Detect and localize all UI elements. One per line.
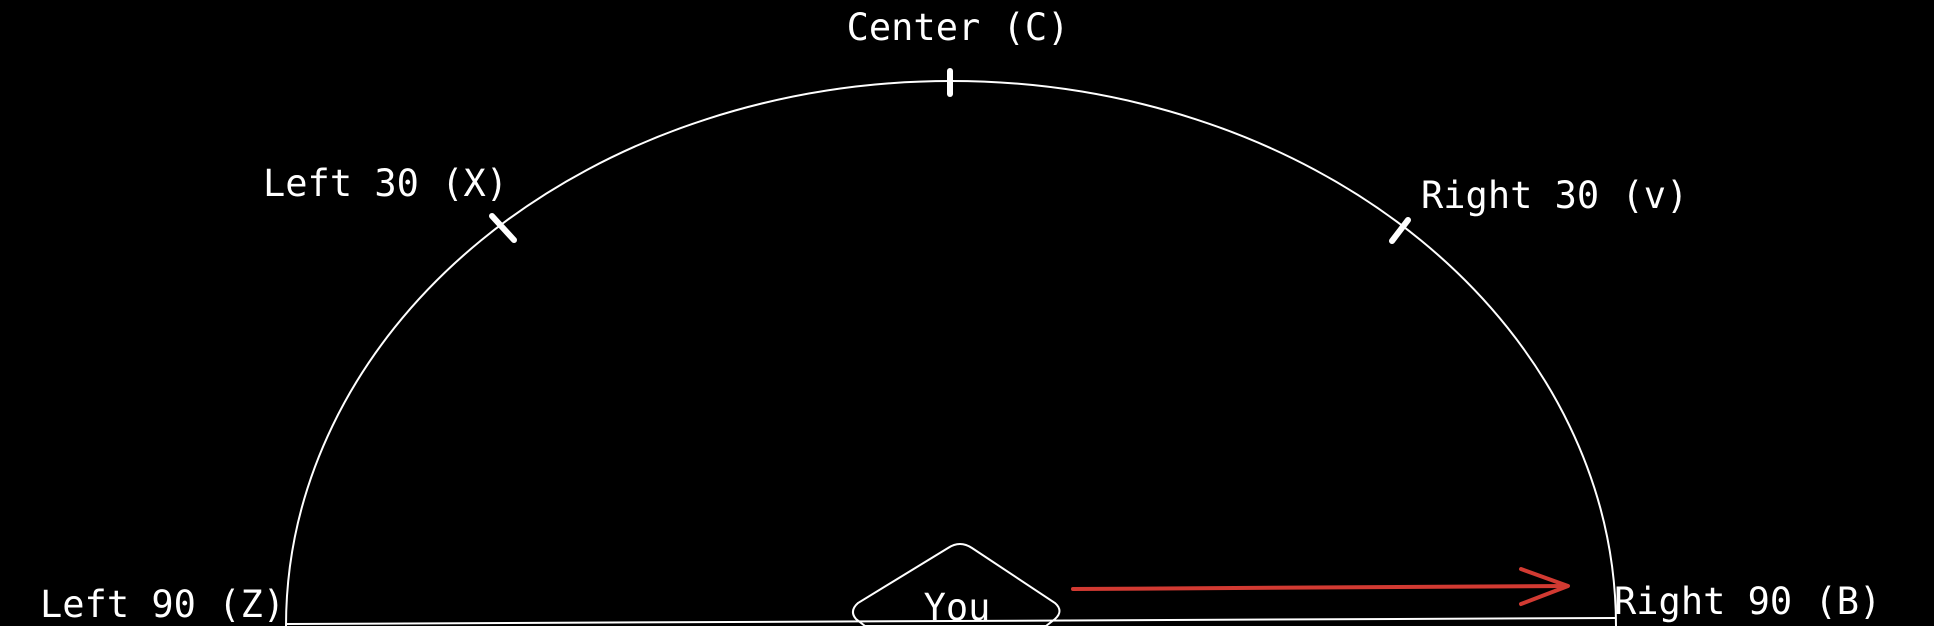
baseline	[285, 617, 1617, 625]
tick-right-30	[1389, 217, 1411, 244]
label-center: Center (C)	[847, 6, 1070, 49]
label-left-90: Left 90 (Z)	[40, 583, 285, 626]
label-you: You	[924, 586, 991, 626]
you-marker	[852, 543, 1061, 626]
label-left-30: Left 30 (X)	[263, 162, 508, 205]
label-right-90: Right 90 (B)	[1614, 580, 1881, 623]
tick-left-30	[489, 213, 517, 243]
direction-arrow-shaft	[1071, 584, 1568, 591]
direction-arrow-head	[1519, 567, 1570, 606]
label-right-30: Right 30 (v)	[1421, 174, 1688, 217]
